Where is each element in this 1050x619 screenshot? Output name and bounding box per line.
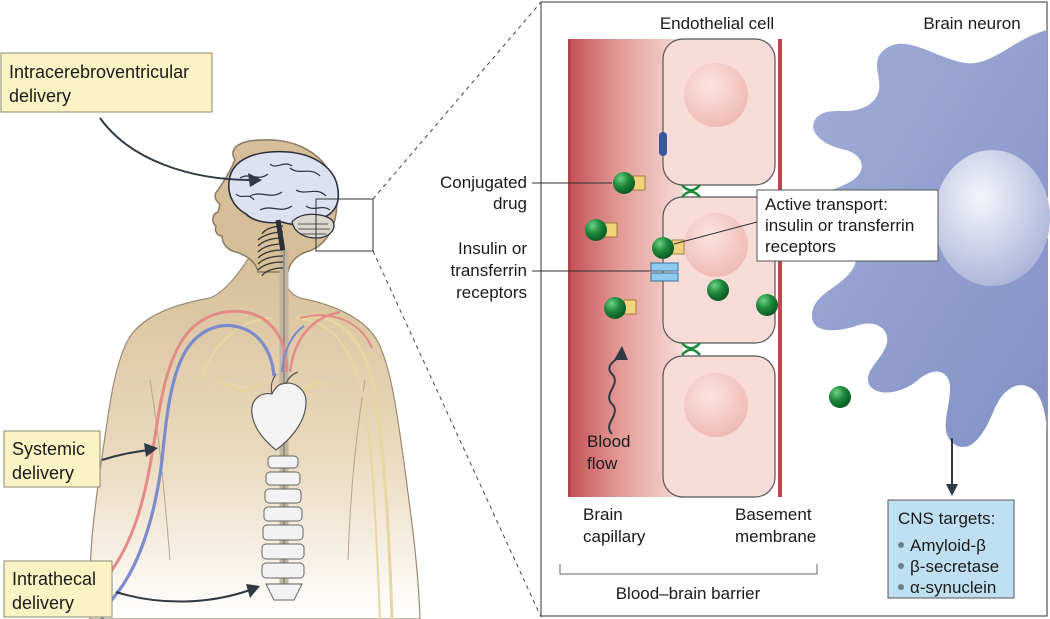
neuron-nucleus: [934, 150, 1050, 286]
conjugated-drugs: [585, 172, 851, 408]
cns-targets-box: CNS targets: Amyloid-β β-secretase α-syn…: [887, 499, 1015, 599]
spine: [261, 455, 305, 601]
blood-flow-label-line1: Blood: [587, 432, 630, 451]
active-transport-line3: receptors: [765, 237, 836, 256]
brain-capillary-label-line2: capillary: [583, 527, 646, 546]
cervical-nerves: [257, 225, 284, 277]
blood-flow-arrow: [608, 355, 621, 435]
basement-membrane-line: [778, 39, 782, 497]
cns-target-item: α-synuclein: [910, 578, 996, 597]
drug-icon: [613, 172, 635, 194]
systemic-label-line1: Systemic: [12, 439, 85, 459]
receptors-label-line1: Insulin or: [458, 239, 527, 258]
active-transport-line1: Active transport:: [765, 195, 888, 214]
icv-arrow: [99, 117, 253, 181]
intrathecal-callout: Intrathecal delivery: [3, 560, 113, 618]
basement-membrane-label-line1: Basement: [735, 505, 812, 524]
conjugated-drug-label-line1: Conjugated: [440, 173, 527, 192]
membrane-transporter: [659, 132, 667, 156]
conjugated-drug-label-line2: drug: [493, 194, 527, 213]
drug-icon: [652, 237, 674, 259]
cns-target-item: Amyloid-β: [910, 536, 986, 555]
drug-icon: [585, 219, 607, 241]
body-silhouette: [89, 249, 421, 619]
intrathecal-label-line1: Intrathecal: [12, 569, 96, 589]
icv-callout: Intracerebroventricular delivery: [0, 52, 213, 113]
zoom-region: [315, 198, 374, 252]
tight-junction-icon: [681, 184, 701, 356]
basement-membrane-label-line2: membrane: [735, 527, 816, 546]
cns-targets-title: CNS targets:: [898, 509, 995, 528]
active-transport-callout: [756, 189, 939, 262]
bbb-label: Blood–brain barrier: [616, 584, 761, 603]
receptors-label-line2: transferrin: [450, 261, 527, 280]
systemic-callout: Systemic delivery: [3, 430, 101, 488]
drug-icon: [604, 297, 626, 319]
systemic-label-line2: delivery: [12, 463, 74, 483]
endothelial-cells: [662, 38, 776, 498]
intrathecal-arrow: [115, 589, 251, 603]
blood-flow-label-line2: flow: [587, 454, 618, 473]
bbb-bracket: [559, 564, 818, 575]
systemic-arrow: [101, 449, 149, 461]
receptors-label-line3: receptors: [456, 283, 527, 302]
drug-icon: [829, 386, 851, 408]
intrathecal-label-line2: delivery: [12, 593, 74, 613]
brain: [228, 150, 340, 259]
detail-panel: CNS targets: Amyloid-β β-secretase α-syn…: [440, 1, 1050, 617]
receptor-icon: [650, 262, 679, 282]
cns-target-item: β-secretase: [910, 557, 999, 576]
icv-label-line1: Intracerebroventricular: [9, 62, 189, 82]
drug-icon: [756, 294, 778, 316]
human-figure: [89, 139, 421, 619]
active-transport-line2: insulin or transferrin: [765, 216, 914, 235]
endothelial-cell-label: Endothelial cell: [660, 14, 774, 33]
brain-neuron-label: Brain neuron: [923, 14, 1020, 33]
drug-icon: [707, 279, 729, 301]
brain-capillary-label-line1: Brain: [583, 505, 623, 524]
icv-label-line2: delivery: [9, 86, 71, 106]
